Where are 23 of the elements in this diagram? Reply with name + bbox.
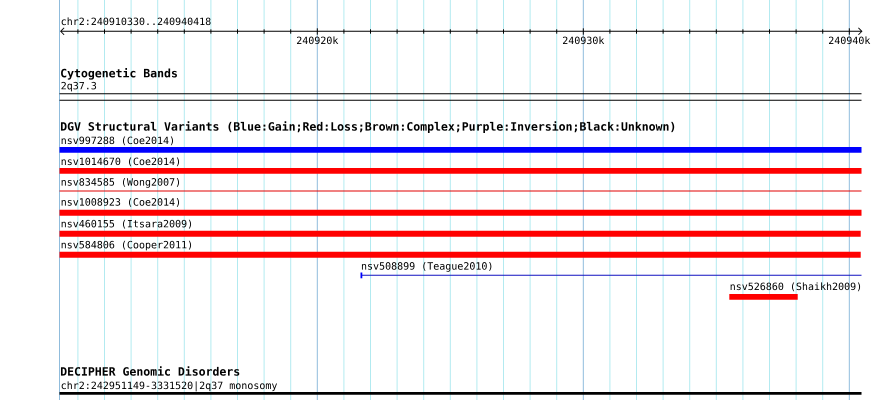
feature-bar: nsv460155 (Itsara2009) (60, 220, 861, 237)
feature-line: nsv834585 (Wong2007) (60, 178, 862, 192)
node-label: nsv460155 (Itsara2009) (62, 220, 192, 229)
node-label: nsv997288 (Coe2014) (62, 136, 173, 146)
feature-bar: nsv526860 (Shaikh2009) (729, 282, 860, 300)
track-title: DGV Structural Variants (Blue:Gain;Red:Loss;Brown:Complex;Purple:Inversion;Black:Unknown) (60, 121, 674, 133)
location-label: chr2:240910330..240940418 (62, 17, 211, 26)
node-label: nsv1008923 (Coe2014) (62, 198, 180, 207)
cytoband: 2q37.3 (59, 82, 862, 101)
tick-label: 240920k (296, 36, 338, 44)
feature-bar: nsv1008923 (Coe2014) (60, 198, 862, 216)
node-label: nsv1014670 (Coe2014) (62, 157, 180, 166)
tick-label: 240930k (562, 36, 604, 44)
feature-bar: chr2:242951149-3331520|2q37 monosomy (60, 381, 862, 395)
node-label: nsv526860 (Shaikh2009) (730, 282, 860, 292)
node-label: chr2:242951149-3331520|2q37 monosomy (62, 381, 278, 392)
node-label: nsv584806 (Cooper2011) (62, 240, 192, 250)
feature-bar: nsv997288 (Coe2014) (60, 136, 862, 153)
feature-bar: nsv1014670 (Coe2014) (60, 157, 862, 174)
feature-line: nsv508899 (Teague2010) (360, 262, 862, 278)
track-title: DECIPHER Genomic Disorders (60, 366, 240, 376)
feature-bar: nsv584806 (Cooper2011) (60, 240, 861, 258)
tick-label: 240940k (829, 36, 870, 44)
